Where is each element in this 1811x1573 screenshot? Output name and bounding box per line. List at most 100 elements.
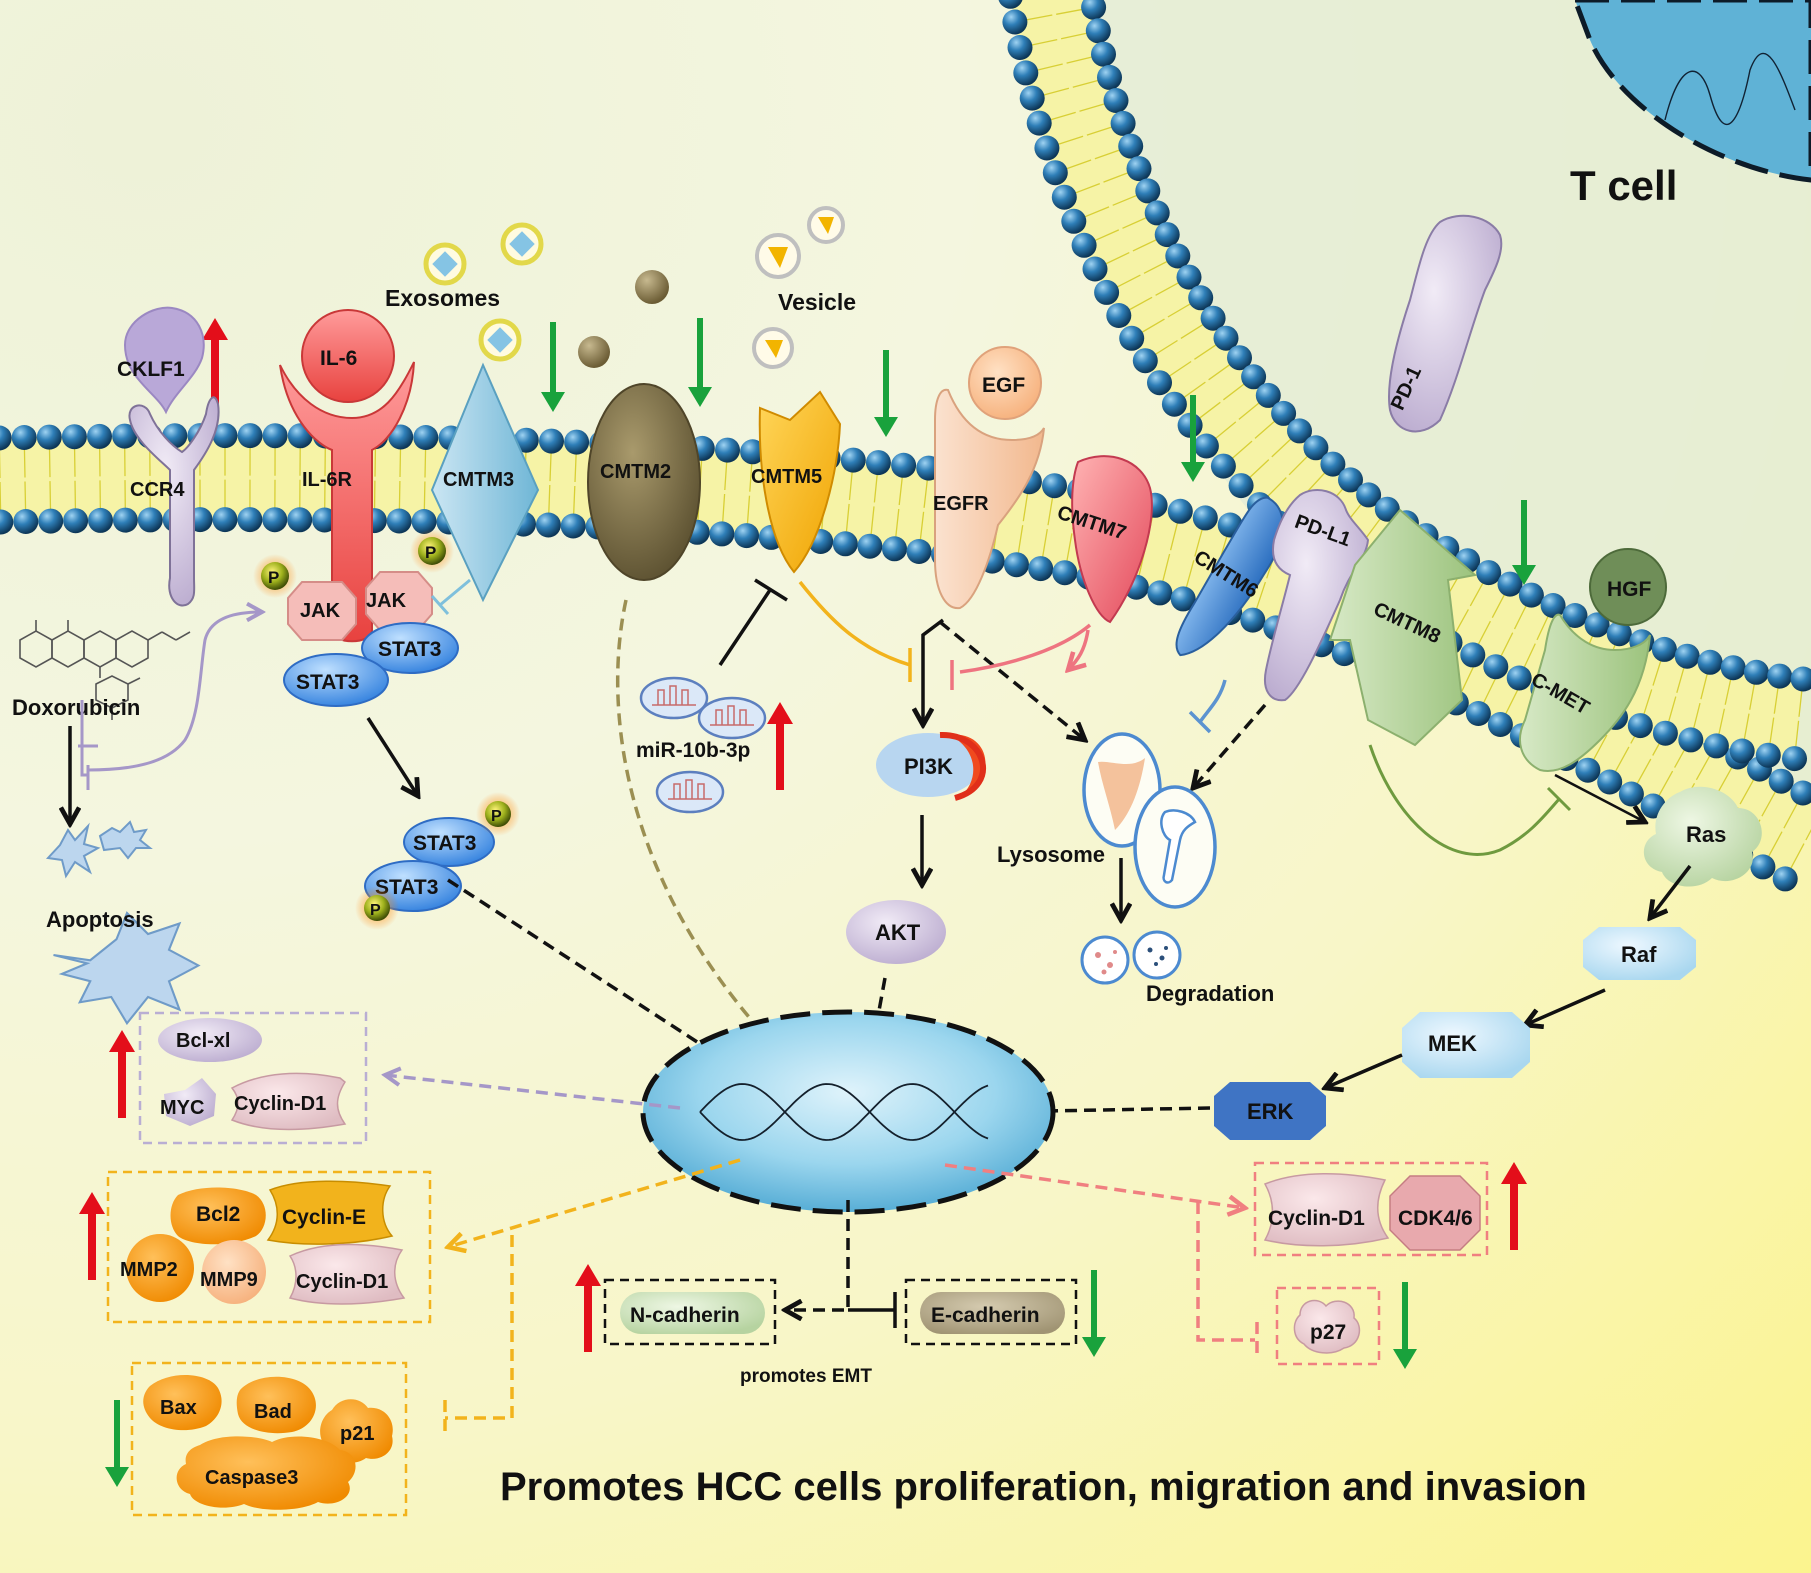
cyclin-d1-node-1 <box>230 1072 347 1131</box>
e-cadherin-down-arrow <box>1082 1270 1106 1357</box>
hgf-label: HGF <box>1607 578 1652 601</box>
nucleus-inhibit-ecadherin <box>848 1292 897 1328</box>
caspase3-node <box>176 1436 356 1510</box>
pi3k-node <box>876 731 986 801</box>
nucleus-to-bcl2-arrow <box>448 1158 741 1247</box>
mirna-label: miR-10b-3p <box>636 739 750 762</box>
caspase3-label: Caspase3 <box>205 1467 298 1489</box>
egfr-to-lysosome-arrow <box>938 620 1085 740</box>
myc-label: MYC <box>160 1097 204 1119</box>
p21-node <box>320 1399 393 1463</box>
p27-down-arrow <box>1393 1282 1417 1369</box>
jak-right-label: JAK <box>366 590 407 612</box>
cdk46-node <box>1389 1175 1481 1251</box>
cyclin-e-label: Cyclin-E <box>282 1206 366 1229</box>
cdk-up-arrow <box>1501 1162 1527 1250</box>
degradation-particles <box>1080 930 1182 985</box>
stat3-lower <box>283 653 389 707</box>
cmtm3-label: CMTM3 <box>443 469 514 491</box>
bclxl-label: Bcl-xl <box>176 1030 230 1052</box>
phospho-dots-jak: P P <box>253 529 454 598</box>
bax-down-arrow <box>105 1400 129 1487</box>
t-cell-label: T cell <box>1570 162 1677 209</box>
egfr-branch-arrows <box>923 618 945 725</box>
ccr4-lavender-pathway <box>80 612 262 790</box>
cmtm3-inhibit-jak <box>430 578 471 615</box>
bax-label: Bax <box>160 1397 197 1419</box>
doxorubicin-structure <box>19 620 191 720</box>
expression-down-arrows-membrane <box>541 318 1536 585</box>
il6r-receptor <box>279 361 415 643</box>
nucleus-inhibit-bax <box>443 1235 514 1436</box>
vesicle-particles <box>752 206 845 369</box>
cmtm5-label: CMTM5 <box>751 466 822 488</box>
e-cadherin-node <box>920 1292 1065 1334</box>
cmtm2-protein <box>587 383 701 581</box>
svg-text:P: P <box>268 568 279 587</box>
egf-label: EGF <box>982 374 1025 397</box>
cmtm2-ligand-balls <box>578 270 669 368</box>
stat3-to-stat3p-arrow <box>366 717 418 796</box>
phospho-dots-stat3: P P <box>355 792 520 930</box>
degradation-label: Degradation <box>1146 981 1274 1006</box>
pdl1-receptor <box>1264 489 1370 702</box>
cmtm2-to-nucleus-arrow <box>615 599 788 1060</box>
cmtm6-inhibit-lysosome <box>1188 679 1227 734</box>
ccr4-label: CCR4 <box>130 479 185 501</box>
egfr-label: EGFR <box>933 493 989 515</box>
nucleus <box>640 1009 1056 1215</box>
bcl2-up-arrow <box>79 1192 105 1280</box>
pi3k-label: PI3K <box>904 754 953 779</box>
svg-text:P: P <box>370 902 381 919</box>
cyclin-d1-node-2 <box>288 1243 406 1305</box>
erk-node <box>1214 1082 1326 1140</box>
il6-ligand <box>301 309 395 403</box>
lysosome-pdl1 <box>1133 785 1217 909</box>
doxorubicin-label: Doxorubicin <box>12 695 140 720</box>
mirna-up-arrow <box>767 702 793 790</box>
cdk-box <box>1253 1161 1489 1257</box>
cklf1-protein <box>123 306 205 415</box>
il6-label: IL-6 <box>320 347 357 370</box>
mek-to-erk-arrow <box>1325 1053 1403 1088</box>
bax-box <box>130 1361 408 1517</box>
mmp9-node <box>202 1240 266 1304</box>
mmp9-label: MMP9 <box>200 1269 258 1291</box>
p27-box <box>1275 1286 1381 1366</box>
nucleus-dna-helix <box>699 1083 989 1141</box>
hgf-ligand <box>1589 548 1667 626</box>
mirna-vesicles <box>639 676 767 814</box>
n-cadherin-box <box>603 1278 777 1346</box>
cyclin-d1-label-1: Cyclin-D1 <box>234 1093 326 1115</box>
bclxl-box <box>138 1011 368 1145</box>
n-cadherin-label: N-cadherin <box>630 1304 740 1327</box>
ras-to-raf-arrow <box>1650 864 1692 918</box>
akt-node <box>846 900 946 964</box>
bcl2-label: Bcl2 <box>196 1203 240 1226</box>
stat3p-upper <box>403 817 495 867</box>
cmet-to-ras-arrow <box>1554 773 1645 822</box>
cdk46-label: CDK4/6 <box>1398 1207 1473 1230</box>
cyclin-e-node <box>266 1180 394 1245</box>
lysosome-label: Lysosome <box>997 842 1105 867</box>
pd1-receptor <box>1388 214 1503 433</box>
erk-label: ERK <box>1247 1099 1294 1124</box>
jak-left <box>287 581 357 641</box>
stat3-lower-label: STAT3 <box>296 671 359 694</box>
n-cadherin-up-arrow <box>575 1264 601 1352</box>
bad-node <box>236 1376 316 1434</box>
diagram-title: Promotes HCC cells proliferation, migrat… <box>500 1465 1587 1509</box>
cmtm7-inhibit-pi3k <box>950 623 1092 690</box>
mmp2-node <box>126 1234 194 1302</box>
stat3-to-nucleus-arrow <box>447 878 728 1062</box>
cmtm8-protein <box>1328 508 1478 747</box>
cmtm7-to-lysosome <box>1068 629 1090 670</box>
exosomes-label: Exosomes <box>385 285 500 311</box>
apoptotic-fragment-2 <box>98 820 153 860</box>
cmet-receptor <box>1519 613 1651 772</box>
cmtm7-protein <box>1071 455 1153 624</box>
promotes-emt-label: promotes EMT <box>740 1366 872 1387</box>
egfr-receptor <box>934 388 1045 610</box>
e-cadherin-label: E-cadherin <box>931 1304 1040 1327</box>
nucleus-to-bclxl-arrow <box>385 1075 681 1110</box>
